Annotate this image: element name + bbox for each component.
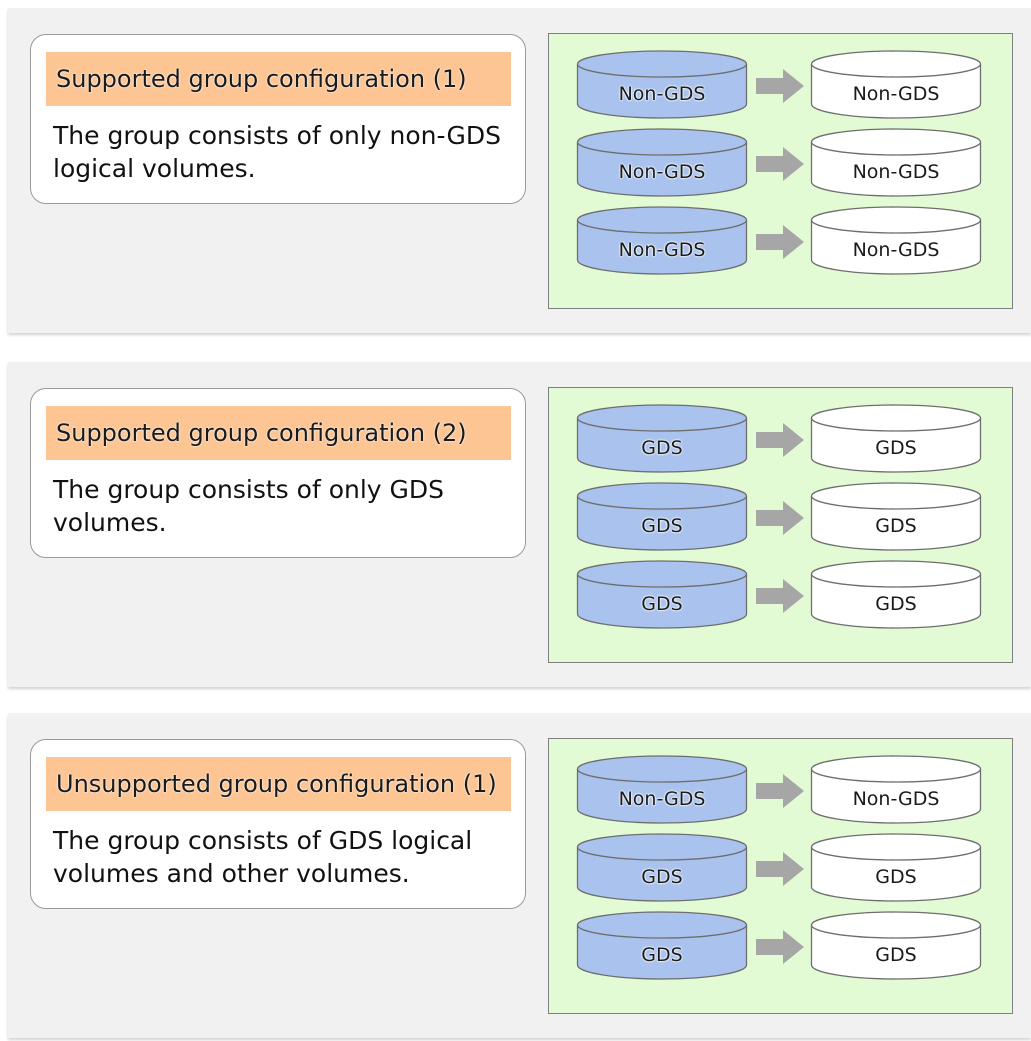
callout-title: Unsupported group configuration (1) bbox=[46, 757, 511, 811]
source-disk: GDS bbox=[576, 911, 748, 981]
target-disk-icon bbox=[810, 833, 982, 902]
source-disk-icon bbox=[576, 482, 748, 551]
arrow-right-icon bbox=[756, 501, 804, 535]
arrow-right-icon bbox=[756, 225, 804, 259]
target-disk-label: Non-GDS bbox=[852, 788, 940, 810]
volume-pair: GDS GDS bbox=[549, 404, 1012, 474]
source-disk-icon bbox=[576, 206, 748, 275]
source-disk: Non-GDS bbox=[576, 128, 748, 198]
source-disk-icon bbox=[576, 833, 748, 902]
target-disk-label: Non-GDS bbox=[852, 83, 940, 105]
source-disk-label: GDS bbox=[641, 866, 683, 888]
callout-box: Unsupported group configuration (1) The … bbox=[30, 739, 526, 909]
arrow-right-icon bbox=[756, 423, 804, 457]
target-disk: Non-GDS bbox=[810, 50, 982, 120]
target-disk: Non-GDS bbox=[810, 206, 982, 276]
source-disk-icon bbox=[576, 755, 748, 824]
arrow-right-icon bbox=[756, 69, 804, 103]
target-disk-icon bbox=[810, 404, 982, 473]
source-disk-label: Non-GDS bbox=[618, 239, 706, 261]
source-disk: GDS bbox=[576, 560, 748, 630]
volume-pair: GDS GDS bbox=[549, 560, 1012, 630]
target-disk: GDS bbox=[810, 482, 982, 552]
source-disk-label: Non-GDS bbox=[618, 83, 706, 105]
target-disk-icon bbox=[810, 911, 982, 980]
volume-pair: GDS GDS bbox=[549, 482, 1012, 552]
source-disk-label: GDS bbox=[641, 944, 683, 966]
volume-pair: Non-GDS Non-GDS bbox=[549, 128, 1012, 198]
callout-box: Supported group configuration (1) The gr… bbox=[30, 34, 526, 204]
callout-box: Supported group configuration (2) The gr… bbox=[30, 388, 526, 558]
target-disk-label: GDS bbox=[875, 866, 917, 888]
target-disk-icon bbox=[810, 482, 982, 551]
source-disk-icon bbox=[576, 128, 748, 197]
source-disk: GDS bbox=[576, 833, 748, 903]
target-disk-icon bbox=[810, 755, 982, 824]
source-disk-label: Non-GDS bbox=[618, 161, 706, 183]
target-disk-label: GDS bbox=[875, 437, 917, 459]
arrow-right-icon bbox=[756, 579, 804, 613]
volume-diagram: Non-GDS Non-GDS Non-GDS Non-GDS Non-GDS bbox=[548, 33, 1013, 309]
arrow-right-icon bbox=[756, 930, 804, 964]
target-disk: GDS bbox=[810, 911, 982, 981]
arrow-right-icon bbox=[756, 852, 804, 886]
arrow-right-icon bbox=[756, 774, 804, 808]
callout-description: The group consists of GDS logical volume… bbox=[53, 826, 473, 888]
target-disk-icon bbox=[810, 50, 982, 119]
volume-diagram: GDS GDS GDS GDS GDS bbox=[548, 387, 1013, 663]
source-disk-icon bbox=[576, 50, 748, 119]
config-section-2: Supported group configuration (2) The gr… bbox=[8, 362, 1031, 687]
volume-pair: Non-GDS Non-GDS bbox=[549, 206, 1012, 276]
target-disk-icon bbox=[810, 206, 982, 275]
callout-description: The group consists of only GDS volumes. bbox=[53, 475, 445, 537]
source-disk: Non-GDS bbox=[576, 755, 748, 825]
target-disk: Non-GDS bbox=[810, 128, 982, 198]
config-section-3: Unsupported group configuration (1) The … bbox=[8, 713, 1031, 1038]
volume-pair: GDS GDS bbox=[549, 833, 1012, 903]
arrow-right-icon bbox=[756, 147, 804, 181]
source-disk: Non-GDS bbox=[576, 50, 748, 120]
source-disk: GDS bbox=[576, 482, 748, 552]
target-disk-icon bbox=[810, 560, 982, 629]
source-disk: GDS bbox=[576, 404, 748, 474]
volume-pair: Non-GDS Non-GDS bbox=[549, 50, 1012, 120]
source-disk-label: GDS bbox=[641, 593, 683, 615]
config-section-1: Supported group configuration (1) The gr… bbox=[8, 8, 1031, 333]
source-disk-icon bbox=[576, 560, 748, 629]
callout-description: The group consists of only non-GDS logic… bbox=[53, 121, 501, 183]
target-disk-label: GDS bbox=[875, 515, 917, 537]
volume-pair: Non-GDS Non-GDS bbox=[549, 755, 1012, 825]
target-disk-icon bbox=[810, 128, 982, 197]
callout-title: Supported group configuration (2) bbox=[46, 406, 511, 460]
volume-diagram: Non-GDS Non-GDS GDS GDS GDS bbox=[548, 738, 1013, 1014]
target-disk-label: Non-GDS bbox=[852, 239, 940, 261]
target-disk-label: GDS bbox=[875, 593, 917, 615]
target-disk: GDS bbox=[810, 833, 982, 903]
source-disk-icon bbox=[576, 404, 748, 473]
target-disk-label: Non-GDS bbox=[852, 161, 940, 183]
target-disk-label: GDS bbox=[875, 944, 917, 966]
callout-title: Supported group configuration (1) bbox=[46, 52, 511, 106]
source-disk-label: GDS bbox=[641, 515, 683, 537]
source-disk: Non-GDS bbox=[576, 206, 748, 276]
source-disk-icon bbox=[576, 911, 748, 980]
target-disk: GDS bbox=[810, 404, 982, 474]
source-disk-label: GDS bbox=[641, 437, 683, 459]
target-disk: Non-GDS bbox=[810, 755, 982, 825]
volume-pair: GDS GDS bbox=[549, 911, 1012, 981]
target-disk: GDS bbox=[810, 560, 982, 630]
source-disk-label: Non-GDS bbox=[618, 788, 706, 810]
